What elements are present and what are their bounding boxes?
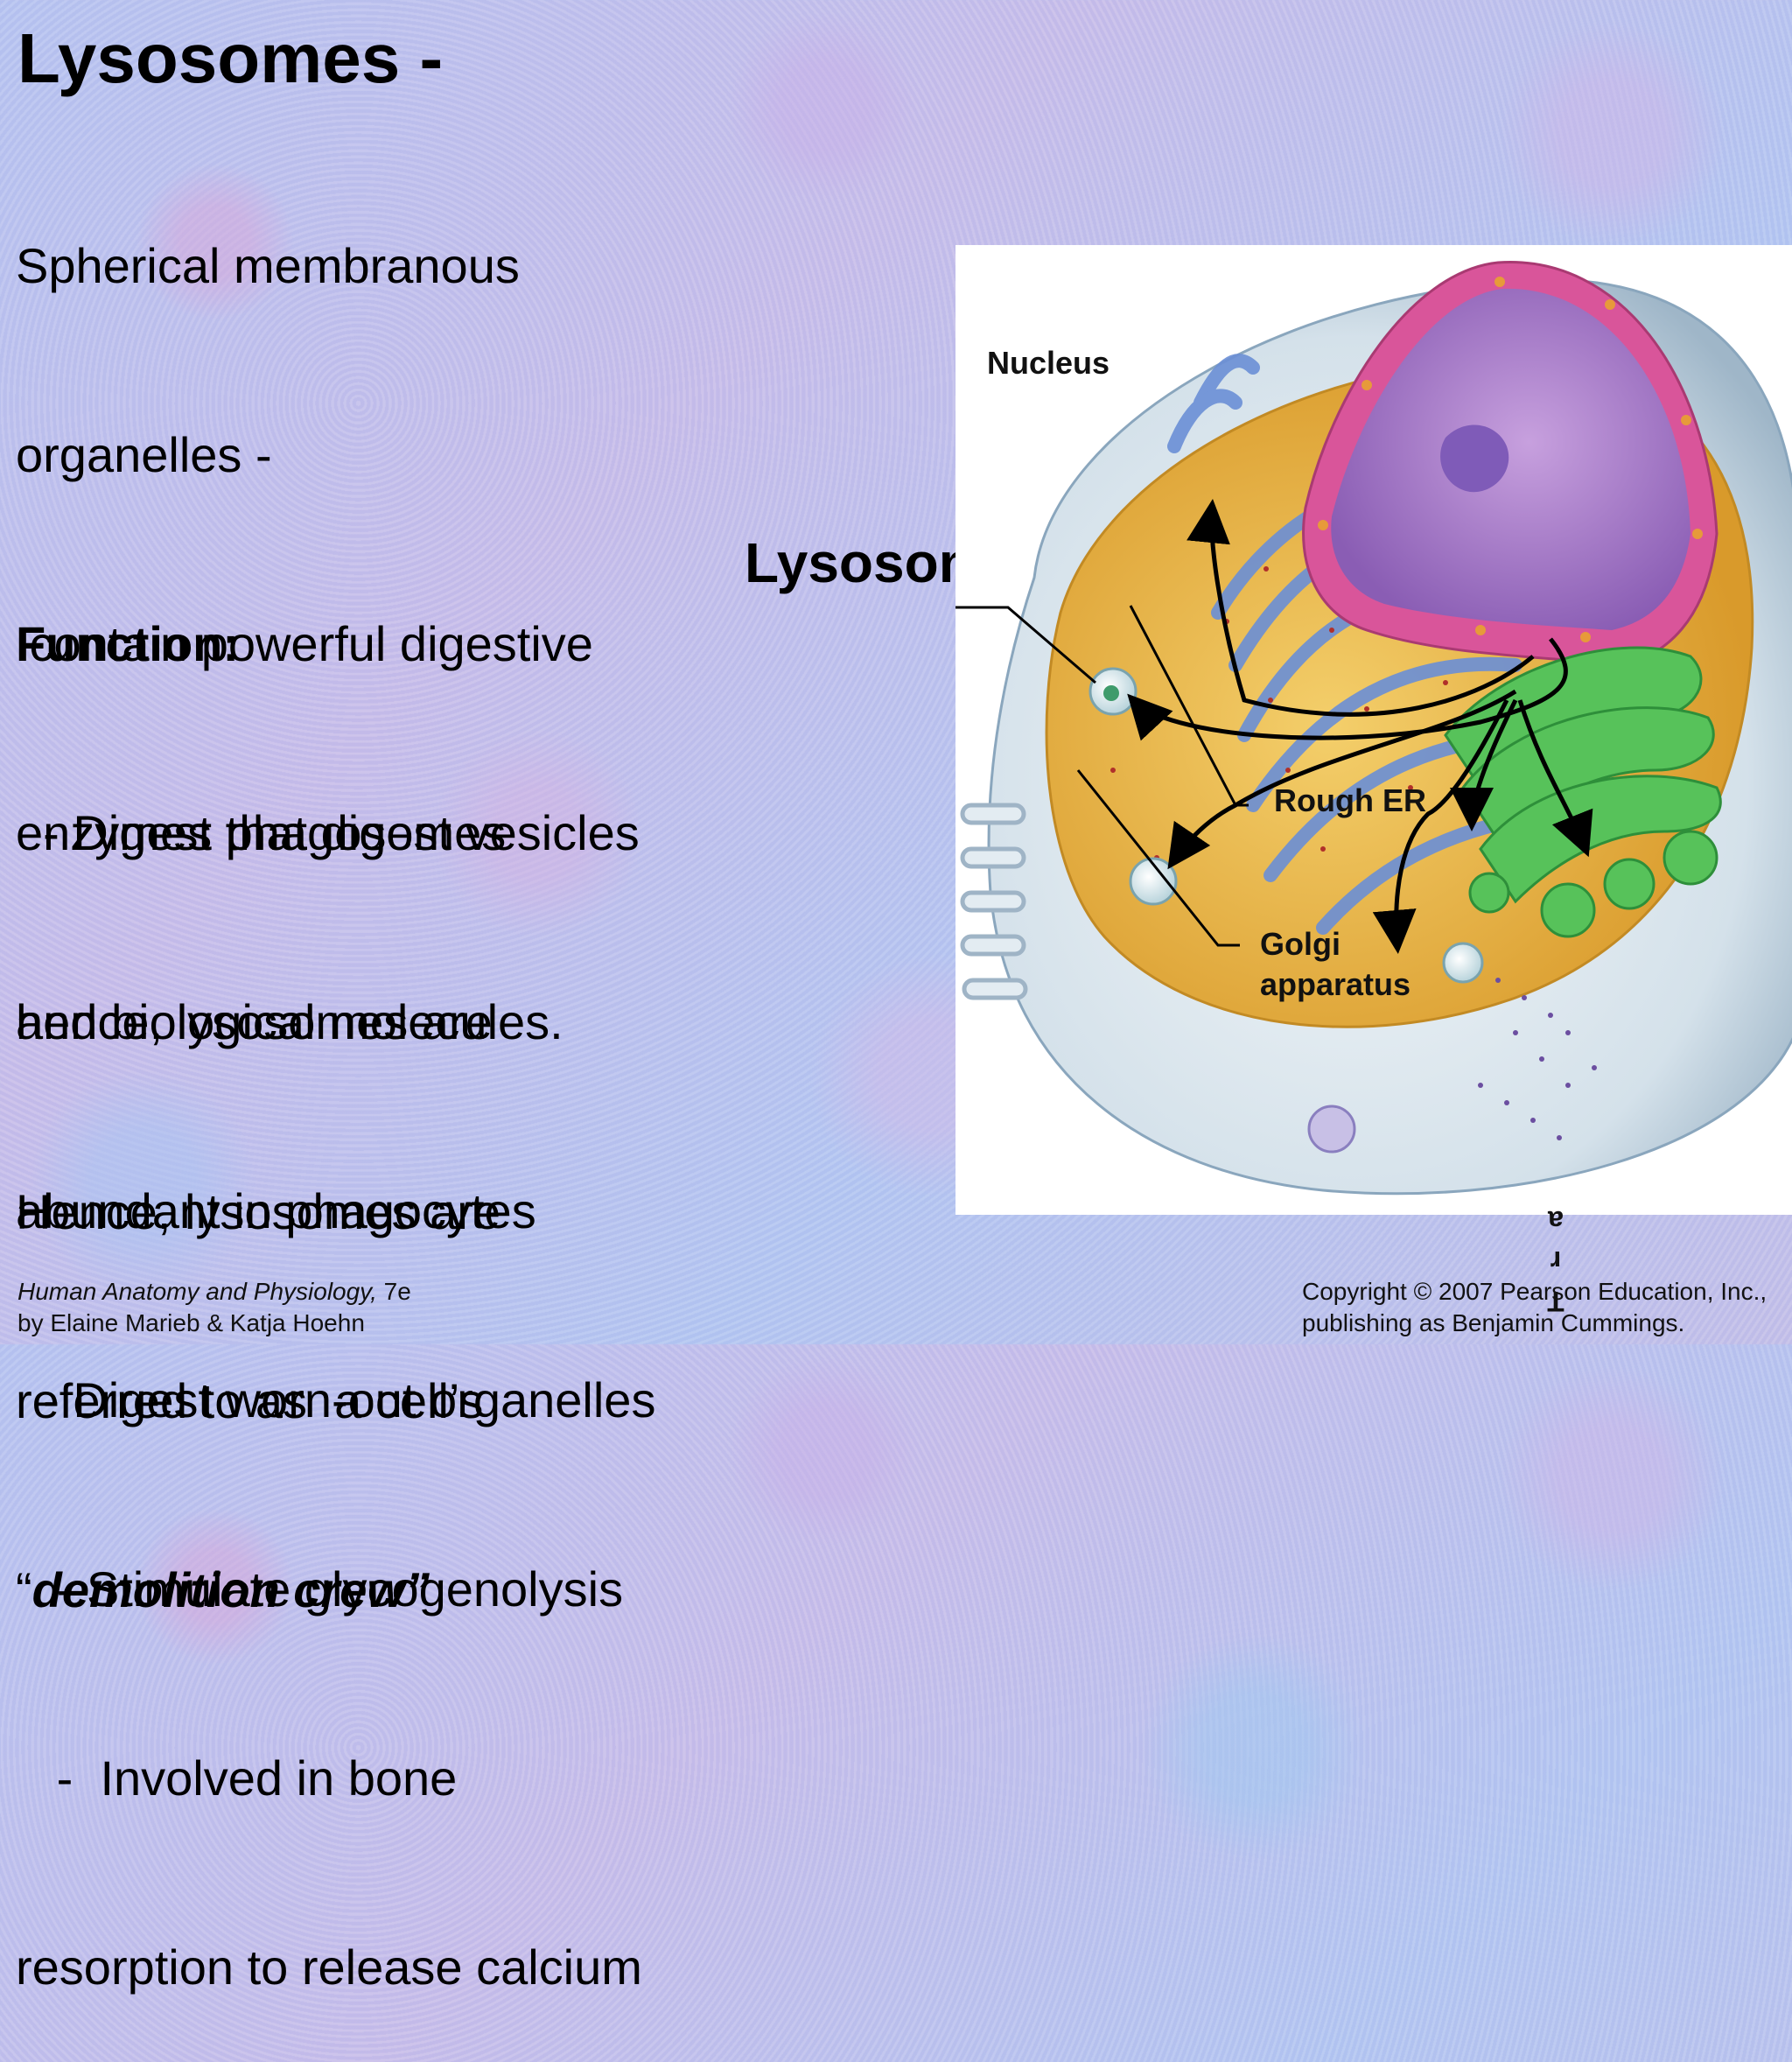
book-edition: 7e — [376, 1278, 411, 1305]
slide-title: Lysosomes - — [18, 19, 444, 97]
microvillus — [960, 934, 1026, 957]
microvillus — [960, 890, 1026, 913]
book-authors: by Elaine Marieb & Katja Hoehn — [18, 1309, 365, 1336]
golgi-apparatus-label: Golgi apparatus — [1260, 924, 1410, 1005]
quote-close: ” — [404, 1562, 430, 1617]
vesicle-bottom — [1307, 1105, 1356, 1154]
intro-text: Spherical membranous organelles - contai… — [16, 109, 640, 1117]
microvilli — [960, 803, 1028, 1000]
intro-line: contain powerful digestive — [16, 616, 593, 671]
demolition-crew-emphasis: demolition crew — [32, 1562, 405, 1617]
golgi-label-line: apparatus — [1260, 966, 1411, 1002]
intro-line: and biological molecules. — [16, 994, 564, 1049]
golgi-apparatus — [1444, 646, 1722, 938]
conclusion-line: Hence, lysosomes are — [16, 1184, 501, 1239]
nucleolus — [1440, 424, 1509, 493]
conclusion-line: referred to as a cell’s — [16, 1373, 484, 1428]
intro-line: Spherical membranous — [16, 238, 520, 293]
function-line: - Digest phagosomes — [16, 805, 507, 860]
nuclear-pores — [1318, 277, 1703, 642]
quote-open: “ — [16, 1562, 32, 1617]
secretory-vesicle — [1442, 942, 1484, 984]
microvillus — [962, 978, 1028, 1000]
secretion-dots — [1478, 978, 1597, 1140]
pathway-arrows — [1127, 499, 1593, 954]
nucleus — [1331, 288, 1690, 630]
cell-illustration — [956, 261, 1792, 1196]
function-heading: Function: — [16, 616, 240, 671]
lysosome-organelle-1-content — [1103, 685, 1119, 701]
lysosome-organelle-2 — [1129, 857, 1178, 906]
function-line: hence, lysosomes are — [16, 994, 493, 1049]
copyright-line: publishing as Benjamin Cummings. — [1302, 1309, 1685, 1336]
book-title-line: Human Anatomy and Physiology, 7e — [18, 1276, 411, 1308]
cell-diagram: Nucleus Rough ER Golgi apparatus — [956, 245, 1792, 1215]
copyright-line: Copyright © 2007 Pearson Education, Inc.… — [1302, 1278, 1768, 1305]
golgi-label-line: Golgi — [1260, 926, 1340, 962]
microvillus — [960, 803, 1026, 825]
copyright-notice: Copyright © 2007 Pearson Education, Inc.… — [1302, 1276, 1767, 1339]
function-line: resorption to release calcium — [16, 1939, 642, 1995]
book-title: Human Anatomy and Physiology, — [18, 1278, 377, 1305]
stray-letter: a — [1548, 1205, 1564, 1237]
intro-line: organelles - — [16, 427, 272, 482]
conclusion-section: Hence, lysosomes are referred to as a ce… — [16, 1055, 500, 1685]
conclusion-quote-line: “demolition crew” — [16, 1559, 500, 1622]
function-line: - Involved in bone — [16, 1750, 458, 1806]
nucleus-label: Nucleus — [987, 345, 1110, 381]
book-citation: Human Anatomy and Physiology, 7e by Elai… — [18, 1276, 411, 1339]
function-line: abundant in phagocytes — [16, 1183, 536, 1238]
rough-er-label: Rough ER — [1274, 782, 1426, 818]
intro-line: enzymes that digest vesicles — [16, 805, 640, 860]
label-leader-lines — [956, 605, 1249, 947]
microvillus — [960, 846, 1026, 869]
